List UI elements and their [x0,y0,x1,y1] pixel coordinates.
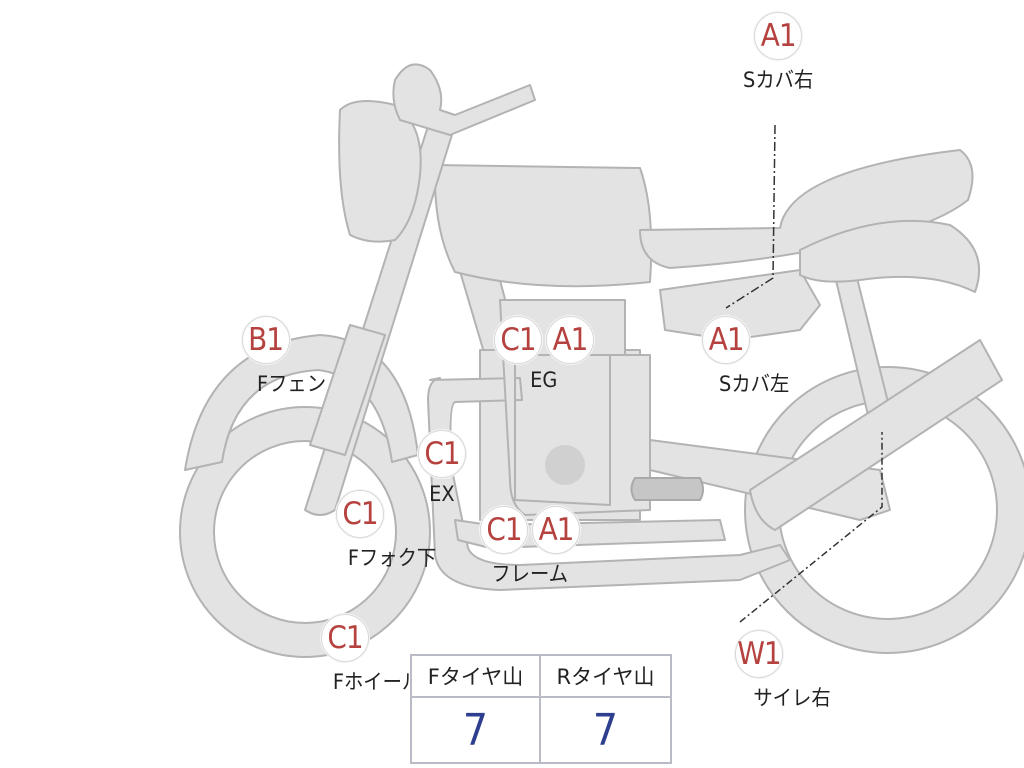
part-label: フレーム [491,562,569,586]
handlebar [392,63,536,136]
damage-code-badge: B1 [241,316,290,364]
marker-front-fork-lower: C1 Fフォク下 [280,490,440,572]
marker-silencer-right: W1 サイレ右 [684,630,834,712]
part-label: EX [429,482,455,506]
part-label: Sカバ左 [719,372,790,396]
part-label: サイレ右 [753,686,831,710]
damage-code-badge: W1 [735,630,783,678]
part-label: Fフェン [257,372,327,396]
marker-scover-left: A1 Sカバ左 [660,316,792,398]
damage-code-badge: A1 [702,316,751,364]
part-label: EG [530,368,558,392]
fuel-tank [433,164,653,288]
marker-front-wheel: C1 Fホイール [265,614,425,696]
damage-code-badge: A1 [754,12,803,60]
damage-code-badge: C1 [418,430,466,478]
part-label: Fホイール [332,670,422,694]
front-tire-tread-value: 7 [412,698,541,762]
rear-tire-tread-header: Rタイヤ山 [541,656,670,698]
rear-tire-tread-value: 7 [592,704,619,756]
exhaust-pipe [427,377,791,591]
marker-engine: C1 A1 EG [494,316,594,392]
damage-code-badge: C1 [494,316,542,364]
marker-scover-right: A1 Sカバ右 [740,12,816,94]
front-tire-tread-header: Fタイヤ山 [412,656,541,698]
marker-front-fender: B1 Fフェン [202,316,329,398]
marker-exhaust: C1 EX [418,430,466,506]
damage-code-badge: A1 [546,316,594,364]
damage-code-badge: C1 [321,614,370,662]
part-label: Sカバ右 [743,68,814,92]
damage-code-badge: C1 [480,506,528,554]
part-label: Fフォク下 [347,546,437,570]
front-wheel [180,407,430,657]
damage-code-badge: C1 [336,490,385,538]
marker-frame: C1 A1 フレーム [480,506,580,588]
muffler [749,339,1003,531]
tire-tread-table: Fタイヤ山 Rタイヤ山 7 7 [410,654,672,764]
leader-line-silencer-right [739,432,883,623]
damage-code-badge: A1 [532,506,580,554]
leader-line-scover-right [725,124,776,309]
rear-fender [799,219,981,293]
